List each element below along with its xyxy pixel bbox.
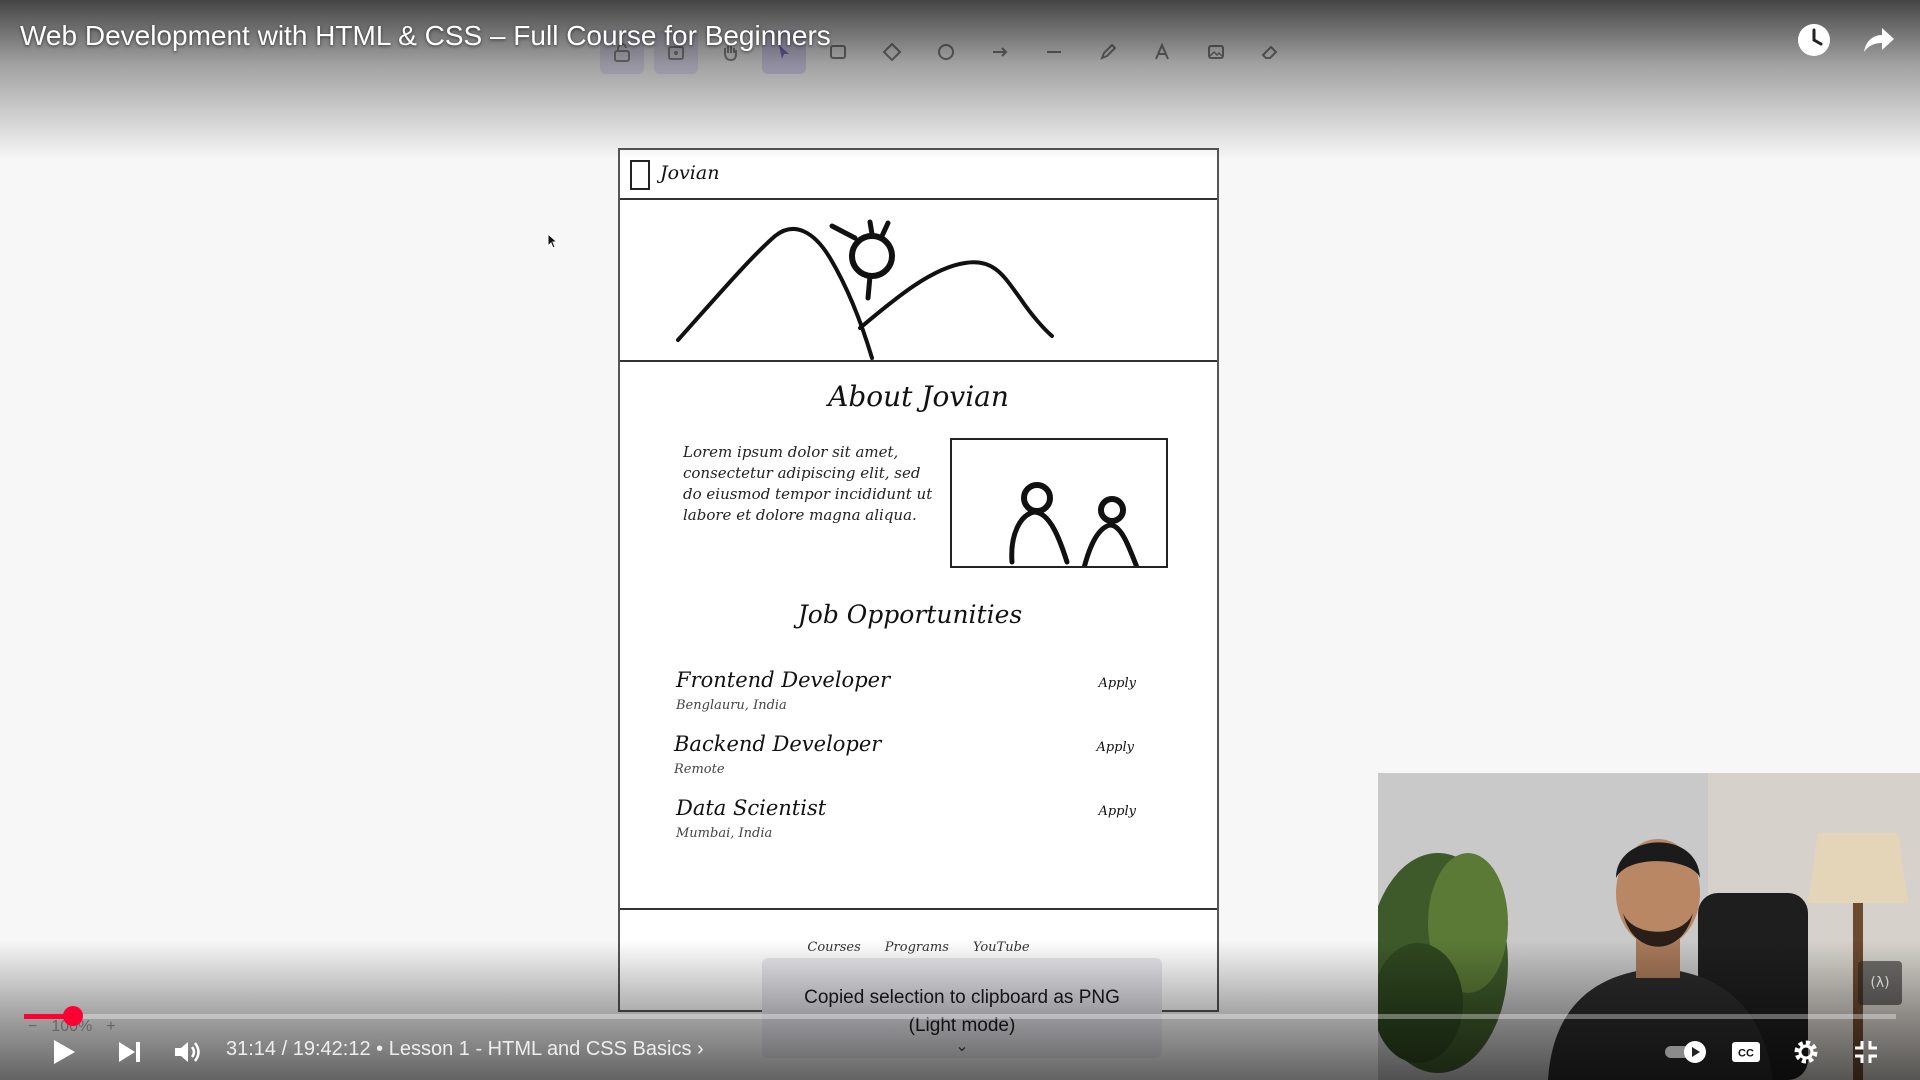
- top-actions: [1794, 20, 1898, 60]
- logo-icon: [630, 160, 650, 190]
- footer-link-programs[interactable]: Programs: [884, 940, 949, 955]
- footer-link-courses[interactable]: Courses: [807, 940, 861, 955]
- time-display: 31:14 / 19:42:12 • Lesson 1 - HTML and C…: [226, 1038, 704, 1061]
- job-item: Backend Developer Remote Apply: [674, 732, 1134, 786]
- wireframe-header: Jovian: [620, 150, 1217, 200]
- job-location: Remote: [674, 762, 725, 777]
- job-title: Data Scientist: [676, 796, 827, 820]
- about-heading: About Jovian: [828, 380, 1009, 413]
- exit-fullscreen-icon[interactable]: [1842, 1028, 1890, 1076]
- gear-icon[interactable]: [1782, 1028, 1830, 1076]
- apply-button[interactable]: Apply: [1096, 740, 1134, 755]
- footer-links: Courses Programs YouTube: [620, 940, 1217, 955]
- chapter-separator: •: [376, 1038, 389, 1060]
- share-icon[interactable]: [1858, 20, 1898, 60]
- jobs-heading: Job Opportunities: [797, 600, 1023, 629]
- job-item: Frontend Developer Benglauru, India Appl…: [676, 668, 1136, 722]
- top-gradient: [0, 0, 1920, 160]
- skip-next-icon[interactable]: [106, 1028, 154, 1076]
- mountains-sun-icon: [676, 219, 1054, 360]
- play-icon[interactable]: [40, 1028, 88, 1076]
- website-wireframe[interactable]: Jovian About Jovian Lorem ipsum dolor si…: [618, 148, 1219, 1012]
- svg-text:CC: CC: [1738, 1048, 1754, 1060]
- wireframe-logo-text: Jovian: [660, 162, 720, 184]
- apply-button[interactable]: Apply: [1098, 676, 1136, 691]
- job-title: Frontend Developer: [676, 668, 891, 692]
- mouse-cursor-icon: [547, 233, 559, 249]
- volume-icon[interactable]: [164, 1028, 212, 1076]
- player-controls: 31:14 / 19:42:12 • Lesson 1 - HTML and C…: [0, 1028, 1920, 1076]
- about-paragraph: Lorem ipsum dolor sit amet, consectetur …: [683, 443, 933, 524]
- hero-image: [620, 198, 1217, 362]
- time-separator: /: [281, 1038, 293, 1060]
- duration: 19:42:12: [292, 1038, 371, 1060]
- current-time: 31:14: [226, 1038, 277, 1060]
- toast-message: Copied selection to clipboard as PNG: [804, 987, 1120, 1008]
- chapter-title[interactable]: Lesson 1 - HTML and CSS Basics: [388, 1038, 692, 1060]
- autoplay-toggle-icon[interactable]: [1662, 1028, 1710, 1076]
- apply-button[interactable]: Apply: [1098, 804, 1136, 819]
- job-location: Mumbai, India: [676, 826, 773, 841]
- chevron-right-icon[interactable]: ›: [697, 1038, 704, 1060]
- progress-bar[interactable]: [24, 1006, 1896, 1026]
- video-title[interactable]: Web Development with HTML & CSS – Full C…: [20, 20, 831, 51]
- people-image: [950, 438, 1168, 573]
- job-title: Backend Developer: [674, 732, 882, 756]
- svg-text:(λ): (λ): [1870, 975, 1889, 991]
- job-location: Benglauru, India: [676, 698, 787, 713]
- footer-link-youtube[interactable]: YouTube: [972, 940, 1030, 955]
- footer-divider: [620, 908, 1217, 910]
- people-icon: [1009, 482, 1141, 573]
- cc-icon[interactable]: CC: [1722, 1028, 1770, 1076]
- clock-icon[interactable]: [1794, 20, 1834, 60]
- job-item: Data Scientist Mumbai, India Apply: [676, 796, 1136, 850]
